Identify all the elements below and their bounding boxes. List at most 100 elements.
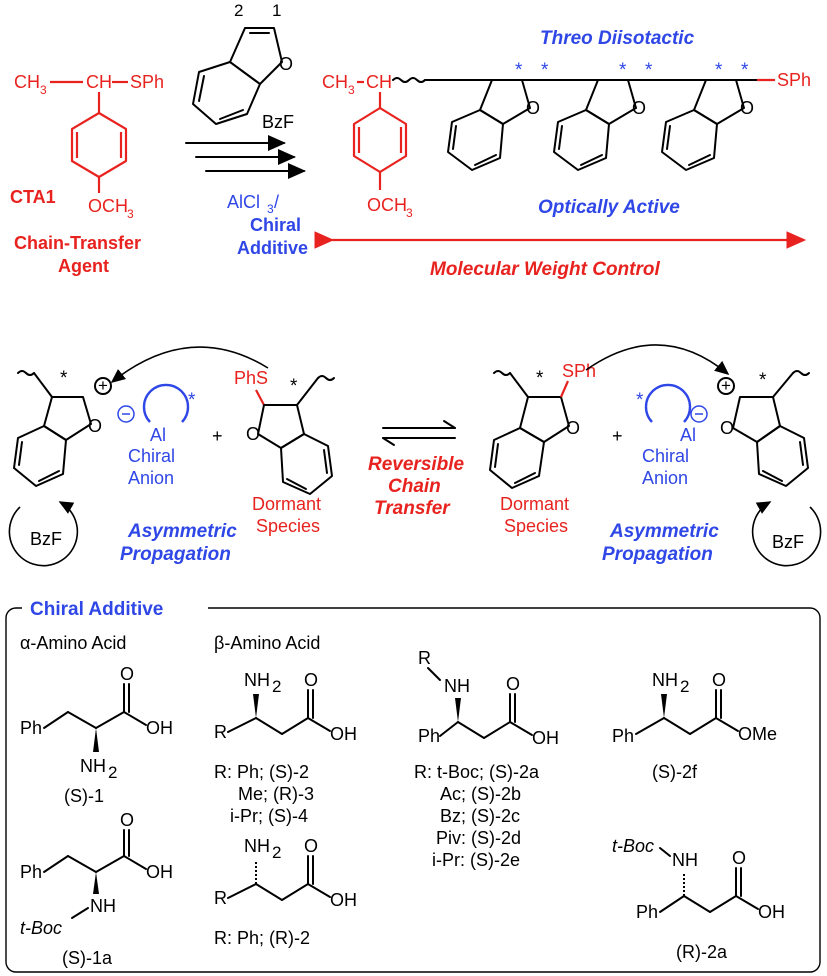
right-dormant-ring-double-1 bbox=[494, 443, 499, 468]
unit2-furan-ring bbox=[585, 79, 637, 125]
s1a-boc-bond bbox=[71, 907, 89, 919]
s1a-oh-label: OH bbox=[146, 862, 173, 882]
s2-oh-label: OH bbox=[330, 724, 357, 744]
r2a-oh-label: OH bbox=[758, 902, 785, 922]
mechanism-left: * O + * Al Chiral Anion + PhS * O Dorman… bbox=[8, 346, 335, 567]
s2f-nh2-subscript: 2 bbox=[680, 677, 689, 696]
cta-och3-label: OCH bbox=[88, 196, 128, 216]
right-cation-wavy-bond bbox=[792, 370, 810, 376]
s1-oh-label: OH bbox=[146, 718, 173, 738]
left-propagation-arrow bbox=[110, 346, 269, 383]
s2f-nh2-label: NH bbox=[652, 670, 678, 690]
polymer-ch3-label: CH bbox=[322, 72, 348, 92]
s1-ph-label: Ph bbox=[20, 718, 42, 738]
right-cation-stereocenter: * bbox=[759, 370, 767, 391]
right-dormant-ring-double-2 bbox=[514, 472, 536, 484]
polymer-repeat-unit-2: O * * bbox=[553, 60, 653, 171]
s2f-ome-bond bbox=[715, 717, 739, 732]
s1-oh-bond bbox=[123, 711, 147, 726]
r2a-bond-2 bbox=[683, 895, 711, 913]
right-anion-minus-charge bbox=[690, 405, 708, 423]
compound-s2f: NH 2 Ph O OMe (S)-2f bbox=[612, 670, 777, 782]
left-dormant-o-label: O bbox=[246, 424, 260, 444]
left-dormant-stereocenter: * bbox=[290, 376, 298, 397]
compound-s2a-series: R NH Ph O OH R: t-Boc; (S)-2a Ac; (S)-2b… bbox=[414, 648, 559, 870]
right-dormant-bond bbox=[509, 372, 529, 398]
left-propagation-line1: Asymmetric bbox=[127, 521, 237, 542]
polymer-och3-subscript: 3 bbox=[406, 206, 413, 220]
polymer-repeat-unit-1: O * * bbox=[447, 60, 549, 171]
unit1-stereocenter-a: * bbox=[515, 60, 523, 81]
catalyst-additive: Additive bbox=[237, 238, 308, 258]
r2a-bond-1 bbox=[659, 895, 685, 913]
tacticity-label: Threo Diisotactic bbox=[540, 28, 695, 49]
list-2-line2: Me; (R)-3 bbox=[238, 784, 314, 804]
unit3-stereocenter-b: * bbox=[741, 60, 749, 81]
additive-box bbox=[5, 607, 821, 973]
s1a-bond-3 bbox=[95, 855, 125, 873]
unit1-o-label: O bbox=[526, 98, 540, 118]
left-anion-arc bbox=[142, 383, 190, 423]
right-dormant-o-label: O bbox=[566, 418, 580, 438]
list-2a-line2: Ac; (S)-2b bbox=[440, 784, 521, 804]
left-dormant-line1: Dormant bbox=[252, 494, 321, 514]
s1-bond-1 bbox=[43, 711, 69, 729]
polymer-och3-label: OCH bbox=[367, 195, 407, 215]
cta-ch3-label: CH bbox=[14, 72, 40, 92]
additive-title: Chiral Additive bbox=[30, 599, 163, 620]
catalyst-alcl3-subscript: 3 bbox=[267, 202, 274, 216]
cta-title-line1: Chain-Transfer bbox=[14, 233, 141, 253]
r2a-bond-3 bbox=[709, 895, 737, 913]
s2a-r-label: R bbox=[418, 648, 431, 668]
left-cation-stereocenter: * bbox=[60, 368, 68, 389]
r2-nh2-subscript: 2 bbox=[272, 843, 281, 862]
s1-bond-2 bbox=[67, 711, 97, 729]
monomer-benzene-ring bbox=[192, 61, 261, 125]
s1-nh2-subscript: 2 bbox=[108, 763, 117, 782]
unit2-stereocenter-b: * bbox=[645, 60, 653, 81]
r2a-o-label: O bbox=[732, 848, 746, 868]
monomer-bzf-label: BzF bbox=[262, 112, 294, 132]
s2f-o-label: O bbox=[712, 670, 726, 690]
list-2-line3: i-Pr; (S)-4 bbox=[230, 806, 308, 826]
monomer-furan-ring bbox=[229, 27, 283, 85]
left-cation-ring-double-2 bbox=[38, 470, 60, 482]
compound-r2a-label: (R)-2a bbox=[676, 942, 728, 962]
s2f-wedge-bond bbox=[661, 694, 667, 718]
s1a-tboc-label: t-Boc bbox=[20, 918, 62, 938]
monomer-locant-2: 2 bbox=[234, 1, 243, 20]
left-cation-wavy-bond bbox=[17, 370, 35, 376]
polymer-ch-label: CH bbox=[366, 72, 392, 92]
s2a-ph-label: Ph bbox=[418, 726, 440, 746]
unit2-benzene-ring bbox=[553, 109, 610, 171]
s1a-nh-label: NH bbox=[90, 896, 116, 916]
unit3-ring-double-1 bbox=[666, 125, 671, 150]
unit3-furan-ring bbox=[693, 79, 745, 125]
equilibrium-forward-head bbox=[443, 420, 456, 429]
r2a-ph-label: Ph bbox=[636, 902, 658, 922]
right-cation-bond bbox=[772, 372, 794, 398]
right-cation-plus-charge bbox=[717, 377, 735, 395]
unit2-ring-double-2 bbox=[580, 154, 603, 166]
s2-wedge-bond bbox=[253, 694, 259, 718]
right-dormant-furan-ring bbox=[519, 396, 570, 443]
cta-ch-label: CH bbox=[86, 72, 112, 92]
left-dormant-benzene-ring bbox=[280, 433, 333, 495]
polymer-repeat-unit-3: O * * bbox=[661, 60, 754, 171]
unit3-stereocenter-a: * bbox=[715, 60, 723, 81]
s2-oh-bond bbox=[307, 717, 331, 732]
right-sph-bond bbox=[559, 380, 570, 398]
unit1-stereocenter-b: * bbox=[541, 60, 549, 81]
s2-bond-1 bbox=[227, 717, 257, 733]
right-anion-word: Anion bbox=[642, 468, 688, 488]
right-anion-chiral: Chiral bbox=[642, 446, 689, 466]
r2-bond-1 bbox=[227, 883, 257, 899]
cta-ch3-subscript: 3 bbox=[40, 83, 47, 97]
left-dormant-furan-ring bbox=[257, 404, 305, 449]
r2-bond-2 bbox=[255, 883, 283, 901]
unit1-ring-double-2 bbox=[474, 154, 497, 166]
right-bzf-cycle-arrow bbox=[751, 501, 822, 567]
s1a-oh-bond bbox=[123, 855, 147, 870]
monomer-o-label: O bbox=[279, 54, 293, 74]
r2a-nh-label: NH bbox=[672, 850, 698, 870]
